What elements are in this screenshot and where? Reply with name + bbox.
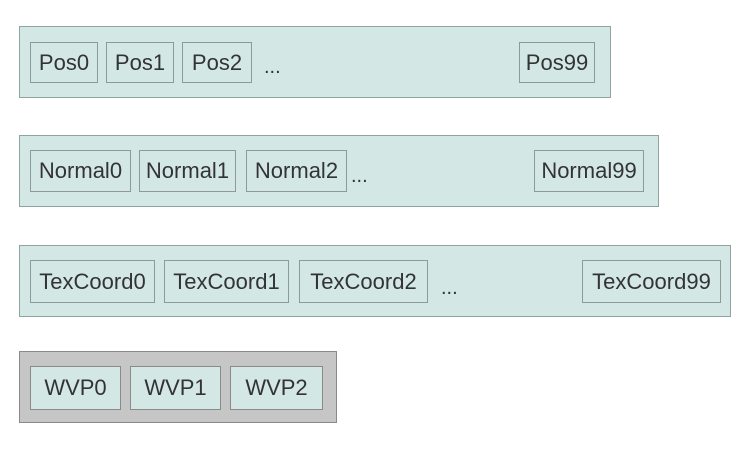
wvp-cell-0: WVP0 bbox=[30, 366, 121, 410]
texcoord-cell-99: TexCoord99 bbox=[582, 260, 721, 303]
texcoord-buffer: TexCoord0 TexCoord1 TexCoord2 ... TexCoo… bbox=[19, 245, 731, 317]
pos-ellipsis: ... bbox=[264, 56, 281, 78]
normal-ellipsis: ... bbox=[351, 165, 368, 187]
wvp-cell-1: WVP1 bbox=[130, 366, 221, 410]
normal-cell-2: Normal2 bbox=[246, 150, 347, 192]
pos-cell-1: Pos1 bbox=[106, 42, 174, 83]
wvp-buffer: WVP0 WVP1 WVP2 bbox=[19, 351, 337, 423]
texcoord-cell-2: TexCoord2 bbox=[299, 260, 428, 303]
pos-cell-99: Pos99 bbox=[519, 42, 595, 83]
texcoord-ellipsis: ... bbox=[441, 277, 458, 299]
normal-buffer: Normal0 Normal1 Normal2 ... Normal99 bbox=[19, 135, 659, 207]
texcoord-cell-1: TexCoord1 bbox=[164, 260, 289, 303]
texcoord-cell-0: TexCoord0 bbox=[30, 260, 155, 303]
normal-cell-1: Normal1 bbox=[139, 150, 236, 192]
normal-cell-0: Normal0 bbox=[30, 150, 131, 192]
pos-cell-0: Pos0 bbox=[30, 42, 98, 83]
pos-cell-2: Pos2 bbox=[182, 42, 252, 83]
wvp-cell-2: WVP2 bbox=[230, 366, 323, 410]
normal-cell-99: Normal99 bbox=[534, 150, 644, 192]
pos-buffer: Pos0 Pos1 Pos2 ... Pos99 bbox=[19, 26, 611, 98]
